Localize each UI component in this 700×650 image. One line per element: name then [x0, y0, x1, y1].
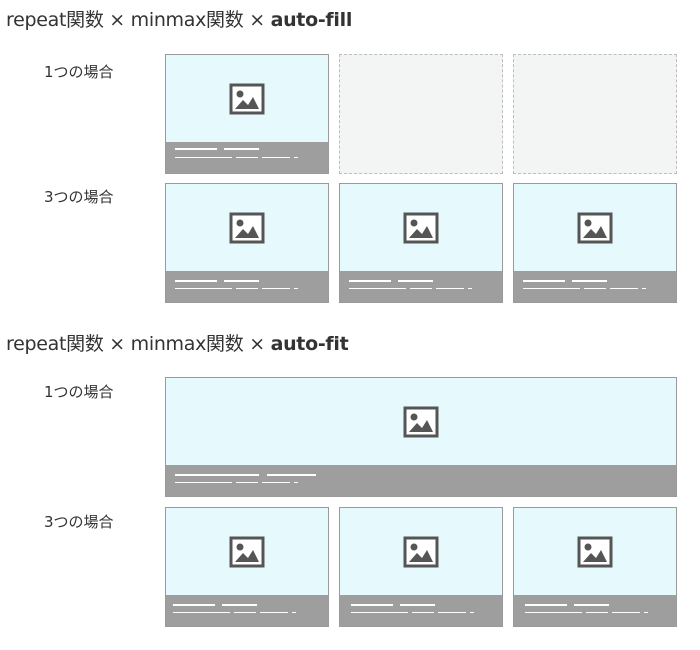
- card-image-area: [514, 184, 676, 272]
- card-image-area: [166, 508, 328, 596]
- image-icon: [403, 212, 439, 244]
- card-caption: [514, 271, 676, 302]
- section-title-keyword: auto-fit: [270, 333, 349, 355]
- card-caption: [166, 465, 676, 496]
- card-image-area: [166, 55, 328, 143]
- grid-card: [165, 183, 329, 303]
- section-title-auto-fit: repeat関数 × minmax関数 × auto-fit: [6, 332, 349, 356]
- grid-card: [339, 507, 503, 627]
- card-image-area: [166, 184, 328, 272]
- row-label-triple: 3つの場合: [44, 188, 114, 206]
- grid-card: [339, 183, 503, 303]
- grid-card: [165, 507, 329, 627]
- image-icon: [403, 406, 439, 438]
- empty-track-placeholder: [513, 54, 677, 174]
- card-caption: [514, 595, 676, 626]
- grid-card-stretched: [165, 377, 677, 497]
- grid-card: [165, 54, 329, 174]
- image-icon: [403, 536, 439, 568]
- card-image-area: [340, 184, 502, 272]
- image-icon: [577, 536, 613, 568]
- card-image-area: [340, 508, 502, 596]
- row-label-triple: 3つの場合: [44, 513, 114, 531]
- row-label-single: 1つの場合: [44, 383, 114, 401]
- card-image-area: [514, 508, 676, 596]
- card-caption: [340, 271, 502, 302]
- grid-card: [513, 507, 677, 627]
- section-title-prefix: repeat関数 × minmax関数 ×: [6, 9, 271, 31]
- section-title-auto-fill: repeat関数 × minmax関数 × auto-fill: [6, 8, 352, 32]
- image-icon: [229, 536, 265, 568]
- card-caption: [166, 271, 328, 302]
- grid-card: [513, 183, 677, 303]
- section-title-prefix: repeat関数 × minmax関数 ×: [6, 333, 271, 355]
- image-icon: [577, 212, 613, 244]
- card-image-area: [166, 378, 676, 466]
- empty-track-placeholder: [339, 54, 503, 174]
- card-caption: [166, 142, 328, 173]
- image-icon: [229, 83, 265, 115]
- card-caption: [166, 595, 328, 626]
- card-caption: [340, 595, 502, 626]
- section-title-keyword: auto-fill: [270, 9, 353, 31]
- row-label-single: 1つの場合: [44, 63, 114, 81]
- image-icon: [229, 212, 265, 244]
